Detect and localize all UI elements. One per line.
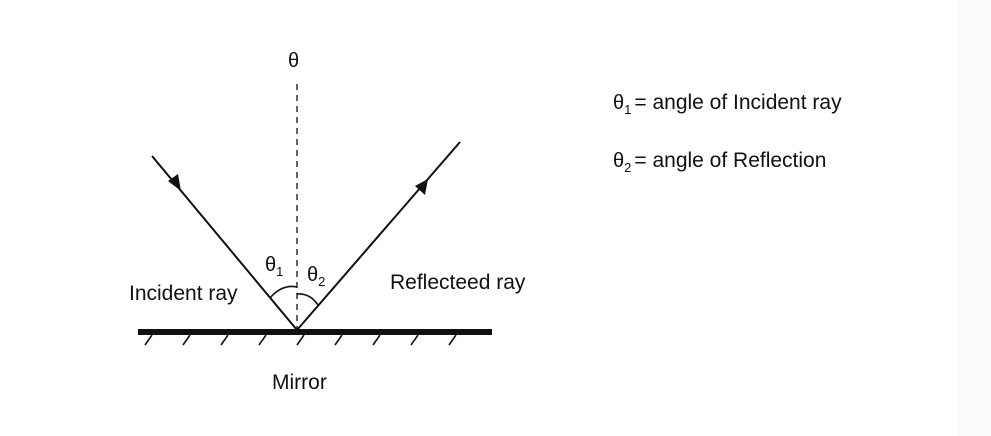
mirror-surface	[138, 329, 492, 335]
theta2-label: θ2	[307, 264, 325, 289]
reflected-ray-arrowhead	[415, 179, 428, 195]
incident-ray-arrowhead	[168, 174, 181, 191]
angle-arc-reflected	[296, 293, 319, 306]
mirror-hatching	[144, 334, 457, 346]
incident-ray-label: Incident ray	[129, 282, 238, 305]
edge-strip	[958, 0, 991, 436]
theta1-label: θ1	[265, 254, 283, 279]
angle-arc-incident	[269, 285, 298, 299]
reflected-ray-label: Reflecteed ray	[390, 271, 526, 294]
legend-item-theta2: θ2= angle of Reflection	[613, 149, 826, 175]
mirror-label: Mirror	[272, 371, 327, 394]
normal-symbol: θ	[288, 50, 299, 72]
legend-item-theta1: θ1= angle of Incident ray	[613, 91, 842, 117]
reflected-ray	[296, 141, 461, 331]
